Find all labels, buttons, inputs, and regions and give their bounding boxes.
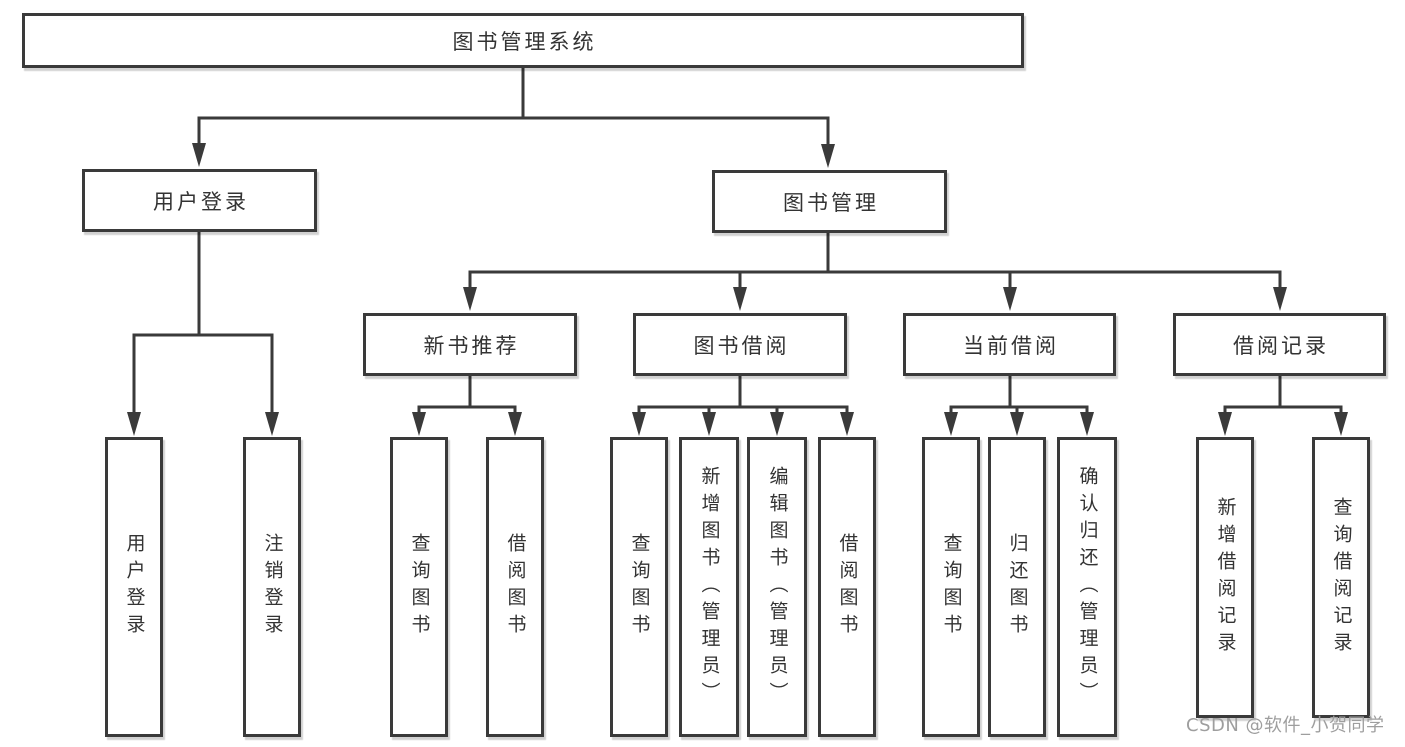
node-book-management: 图书管理 — [712, 170, 947, 233]
arrow-icon — [1003, 287, 1017, 311]
arrow-icon — [265, 412, 279, 436]
leaf-borrow-query-book: 查询图书 — [610, 437, 668, 737]
arrow-icon — [1334, 412, 1348, 436]
edge-userlogin-children — [132, 231, 274, 413]
arrow-icon — [770, 412, 784, 436]
arrow-icon — [463, 287, 477, 311]
arrow-icon — [944, 412, 958, 436]
leaf-add-book-admin: 新增图书（管理员） — [679, 437, 739, 737]
edge-bookmgmt-children — [468, 232, 1282, 288]
node-borrow-record: 借阅记录 — [1173, 313, 1386, 376]
edge-newbookrec-children — [417, 375, 517, 413]
leaf-recommend-borrow-book: 借阅图书 — [486, 437, 544, 737]
arrow-icon — [1010, 412, 1024, 436]
leaf-recommend-query-book: 查询图书 — [390, 437, 448, 737]
leaf-edit-book-admin: 编辑图书（管理员） — [747, 437, 807, 737]
arrow-icon — [821, 144, 835, 168]
arrow-icon — [192, 143, 206, 167]
arrow-icon — [1218, 412, 1232, 436]
edge-borrowrecord-children — [1223, 375, 1343, 413]
arrow-icon — [632, 412, 646, 436]
leaf-return-book: 归还图书 — [988, 437, 1046, 737]
leaf-logout: 注销登录 — [243, 437, 301, 737]
watermark: CSDN @软件_小贺同学 — [1186, 715, 1385, 736]
node-new-book-recommend: 新书推荐 — [363, 313, 577, 376]
arrow-icon — [1080, 412, 1094, 436]
leaf-borrow-book: 借阅图书 — [818, 437, 876, 737]
arrow-icon — [733, 287, 747, 311]
node-current-borrow: 当前借阅 — [903, 313, 1116, 376]
arrow-icon — [840, 412, 854, 436]
node-user-login: 用户登录 — [82, 169, 317, 232]
arrow-icon — [412, 412, 426, 436]
arrow-icon — [508, 412, 522, 436]
leaf-add-borrow-record: 新增借阅记录 — [1196, 437, 1254, 718]
node-book-borrow: 图书借阅 — [633, 313, 847, 376]
edge-root-children — [197, 67, 830, 145]
node-root: 图书管理系统 — [22, 13, 1024, 68]
leaf-user-login: 用户登录 — [105, 437, 163, 737]
arrowheads — [127, 143, 1348, 436]
leaf-query-borrow-record: 查询借阅记录 — [1312, 437, 1370, 718]
leaf-current-query-book: 查询图书 — [922, 437, 980, 737]
arrow-icon — [127, 412, 141, 436]
edge-bookborrow-children — [637, 375, 849, 413]
edge-currentborrow-children — [949, 375, 1089, 413]
arrow-icon — [1273, 287, 1287, 311]
leaf-confirm-return-admin: 确认归还（管理员） — [1057, 437, 1117, 737]
arrow-icon — [702, 412, 716, 436]
